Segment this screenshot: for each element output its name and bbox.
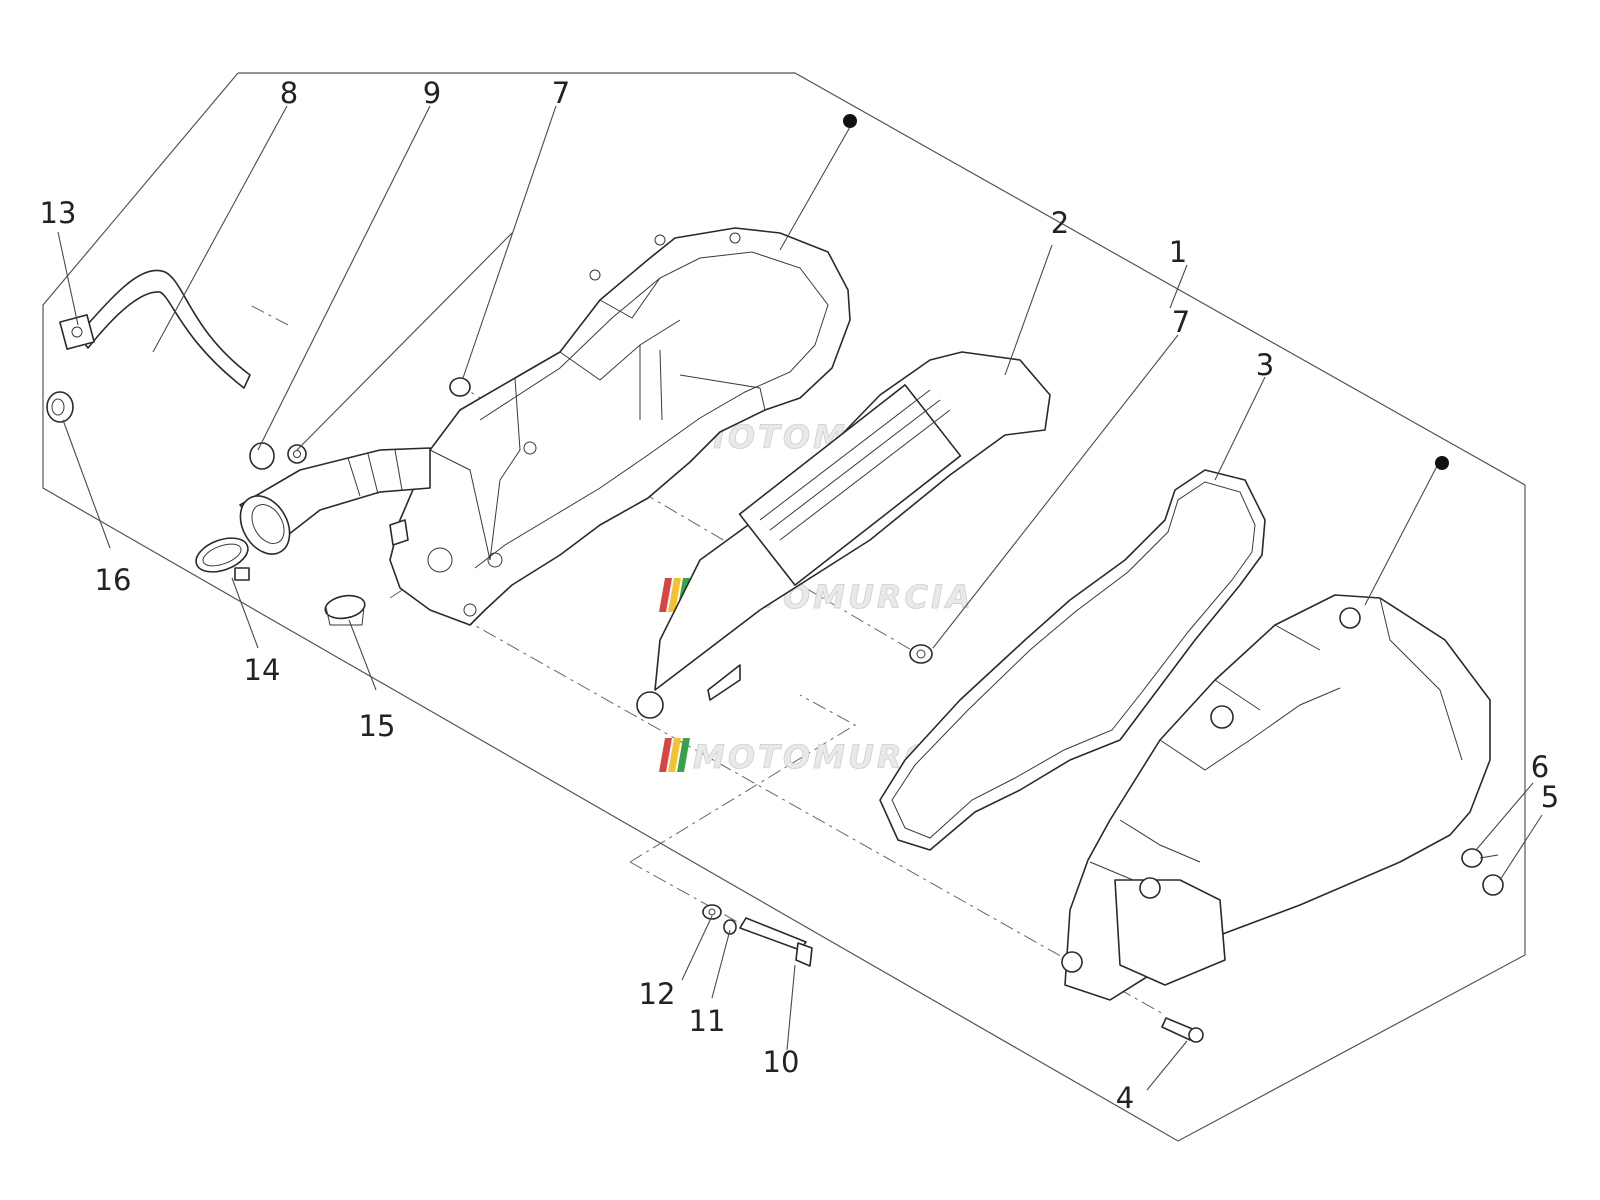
callout-9: 9 — [423, 76, 441, 110]
callout-3: 3 — [1256, 348, 1274, 382]
callout-14: 14 — [244, 653, 281, 687]
kit-marker-dot — [1435, 456, 1449, 470]
callout-labels: 1 2 3 4 5 6 7 7 8 9 10 11 12 13 14 15 16 — [40, 76, 1560, 1115]
small-fittings — [46, 314, 471, 626]
callout-13: 13 — [40, 196, 77, 230]
cover-gasket — [879, 469, 1266, 851]
callout-7-upper: 7 — [552, 76, 570, 110]
callout-7-lower: 7 — [1172, 305, 1190, 339]
callout-8: 8 — [280, 76, 298, 110]
screw — [1161, 1017, 1204, 1043]
kit-marker-dot — [843, 114, 857, 128]
callout-15: 15 — [359, 709, 396, 743]
watermark-stripe-yellow — [668, 738, 681, 772]
assembly-frame — [42, 72, 1526, 1142]
callout-5: 5 — [1541, 780, 1559, 814]
callout-11: 11 — [689, 1004, 726, 1038]
watermark-stripe-red — [659, 578, 672, 612]
watermark-stripe-green — [677, 738, 690, 772]
callout-2: 2 — [1051, 206, 1069, 240]
watermark-stripe-red — [659, 738, 672, 772]
intake-duct — [239, 447, 431, 555]
watermark-stripe-yellow — [668, 578, 681, 612]
callout-10: 10 — [763, 1045, 800, 1079]
callout-16: 16 — [95, 563, 132, 597]
callout-12: 12 — [639, 977, 676, 1011]
leader-lines — [57, 105, 1543, 1091]
breather-hose — [77, 269, 251, 389]
clamp-and-cap — [1461, 848, 1504, 896]
bolt-and-washers — [702, 904, 813, 967]
callout-6: 6 — [1531, 750, 1549, 784]
air-box-rear-case — [389, 227, 851, 626]
filter-element — [636, 351, 1051, 719]
callout-1: 1 — [1169, 235, 1187, 269]
air-box-cover — [1061, 594, 1491, 1001]
callout-4: 4 — [1116, 1081, 1134, 1115]
grommet — [909, 644, 933, 664]
